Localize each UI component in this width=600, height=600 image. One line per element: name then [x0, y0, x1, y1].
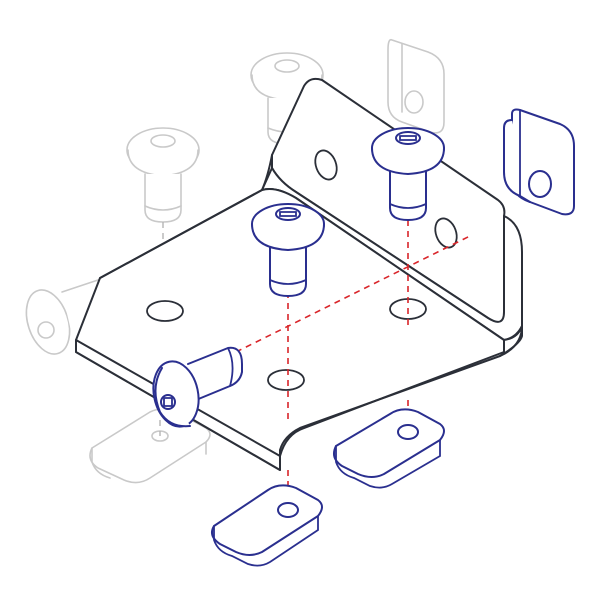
- button-head-screw-front-left: [152, 346, 243, 428]
- bracket-hole: [267, 369, 305, 391]
- bracket-hole: [146, 300, 184, 322]
- t-slot-nut-front-center: [211, 484, 323, 567]
- t-slot-nut-front-right: [333, 408, 445, 489]
- t-slot-nut-right-back: [503, 108, 575, 216]
- ghost-screw-back-left: [126, 127, 200, 223]
- bracket-hole: [434, 217, 458, 249]
- ghost-t-nut-back-top: [387, 38, 445, 134]
- button-head-screw-center: [251, 203, 325, 297]
- bracket-hole: [314, 149, 338, 181]
- button-head-screw-back-right: [371, 127, 445, 221]
